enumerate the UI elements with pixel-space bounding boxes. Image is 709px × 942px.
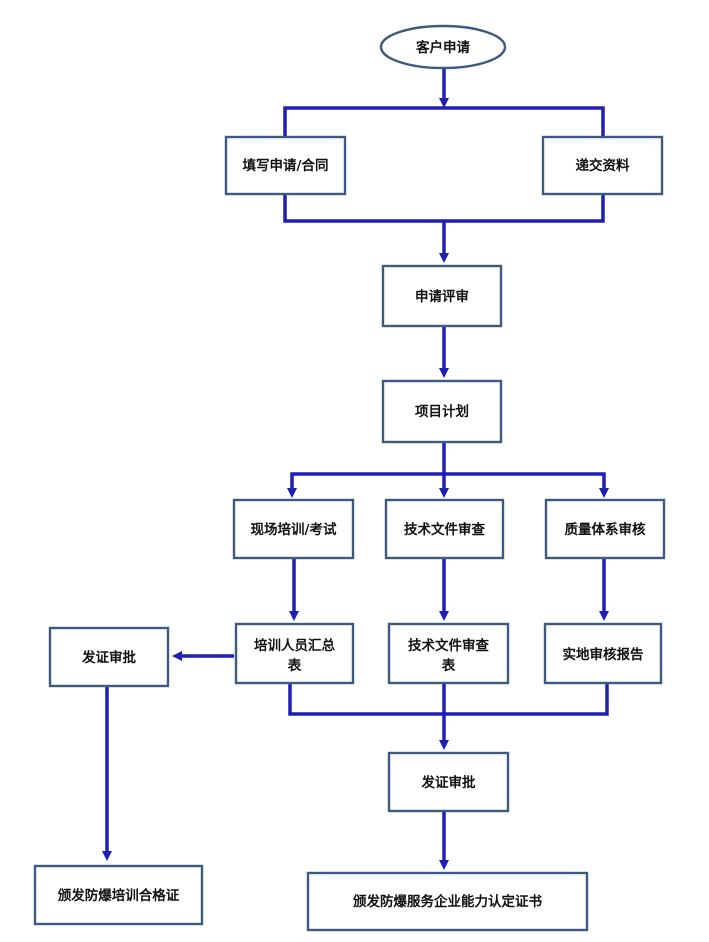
node-tech-doc-review: 技术文件审查 [384,498,505,560]
node-submit-docs: 递交资料 [541,135,664,196]
node-issue-training-cert: 颁发防爆培训合格证 [33,864,204,926]
node-review-label: 申请评审 [415,288,469,305]
node-review: 申请评审 [381,264,503,328]
node-onsite-training-label: 现场培训/考试 [251,521,337,538]
node-fill-form-label: 填写申请/合同 [243,157,329,174]
merge-line-top [283,194,605,223]
connectors [102,68,609,870]
node-trainee-summary-line2: 表 [288,657,302,674]
node-tech-doc-review-label: 技术文件审查 [404,521,485,538]
node-site-audit-report: 实地审核报告 [543,622,663,685]
fork-branch-line [290,472,606,493]
node-tech-doc-review-table-line2: 表 [442,657,456,674]
merge-line-bottom [288,683,609,716]
node-customer-apply: 客户申请 [379,24,507,70]
node-cert-approval-center-label: 发证审批 [421,774,476,791]
node-issue-training-cert-label: 颁发防爆培训合格证 [58,887,180,904]
node-cert-approval-left: 发证审批 [48,626,170,688]
node-cert-approval-left-label: 发证审批 [81,649,136,666]
node-cert-approval-center: 发证审批 [387,751,510,813]
node-submit-docs-label: 递交资料 [576,157,630,174]
node-project-plan: 项目计划 [381,379,503,444]
node-issue-capability-cert: 颁发防爆服务企业能力认定证书 [306,871,589,932]
node-fill-form: 填写申请/合同 [224,135,347,196]
node-issue-capability-cert-label: 颁发防爆服务企业能力认定证书 [353,893,542,910]
node-trainee-summary: 培训人员汇总 表 [234,622,355,685]
node-project-plan-label: 项目计划 [415,403,469,420]
node-tech-doc-review-table-line1: 技术文件审查 [408,637,489,654]
node-onsite-training: 现场培训/考试 [232,498,355,560]
node-site-audit-report-label: 实地审核报告 [563,646,644,663]
node-quality-audit: 质量体系审核 [544,498,666,560]
node-customer-apply-label: 客户申请 [415,39,470,56]
node-trainee-summary-line1: 培训人员汇总 [254,637,335,654]
node-quality-audit-label: 质量体系审核 [565,521,646,538]
fork-line-top [283,106,605,136]
node-tech-doc-review-table: 技术文件审查 表 [387,622,510,685]
